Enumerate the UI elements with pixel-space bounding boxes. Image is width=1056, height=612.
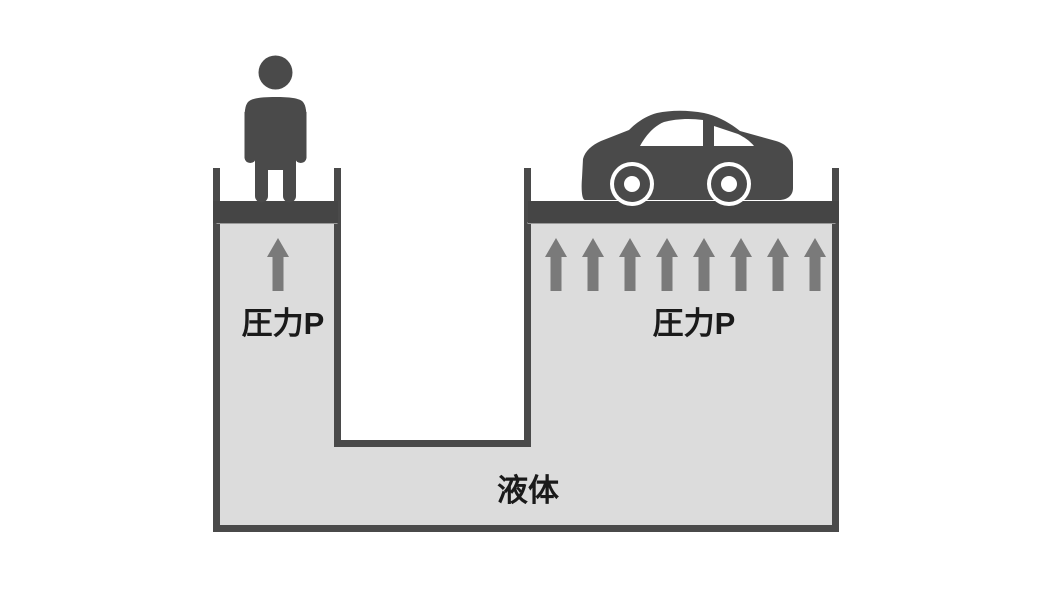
left-piston-plate: [213, 201, 338, 223]
liquid-fill-shape: [216, 223, 836, 529]
right-pressure-arrows-group: [545, 238, 826, 291]
pressure-arrow-up-icon: [730, 238, 752, 291]
right-piston-group: [528, 201, 839, 223]
person-arm-left: [244, 112, 256, 164]
pressure-arrow-up-icon: [656, 238, 678, 291]
person-head: [258, 55, 293, 90]
pressure-arrow-up-icon: [693, 238, 715, 291]
person-arm-right: [295, 112, 307, 164]
pressure-arrow-up-icon: [582, 238, 604, 291]
left-pressure-label: 圧力P: [242, 306, 325, 341]
person-pictogram-icon: [244, 55, 307, 203]
pressure-arrow-up-icon: [767, 238, 789, 291]
left-piston-group: [213, 201, 338, 223]
vessel-outline-stroke: [213, 168, 839, 532]
pressure-arrow-up-icon: [619, 238, 641, 291]
person-hips: [255, 140, 296, 170]
liquid-label: 液体: [497, 473, 559, 508]
car-b-pillar: [703, 118, 711, 148]
vessel-liquid-group: [216, 223, 836, 529]
pressure-arrow-up-icon: [804, 238, 826, 291]
right-pressure-label: 圧力P: [653, 306, 736, 341]
car-wheel-front-hub: [721, 176, 737, 192]
left-pressure-arrows-group: [267, 238, 289, 291]
pressure-arrow-up-icon: [545, 238, 567, 291]
right-piston-plate: [528, 201, 839, 223]
person-torso: [244, 97, 307, 148]
car-window-rear: [640, 118, 703, 146]
pressure-arrow-up-icon: [267, 238, 289, 291]
car-wheel-rear-hub: [624, 176, 640, 192]
car-window-front: [714, 126, 754, 146]
vessel-notch-stroke: [334, 168, 531, 447]
car-side-silhouette-icon: [581, 110, 793, 206]
